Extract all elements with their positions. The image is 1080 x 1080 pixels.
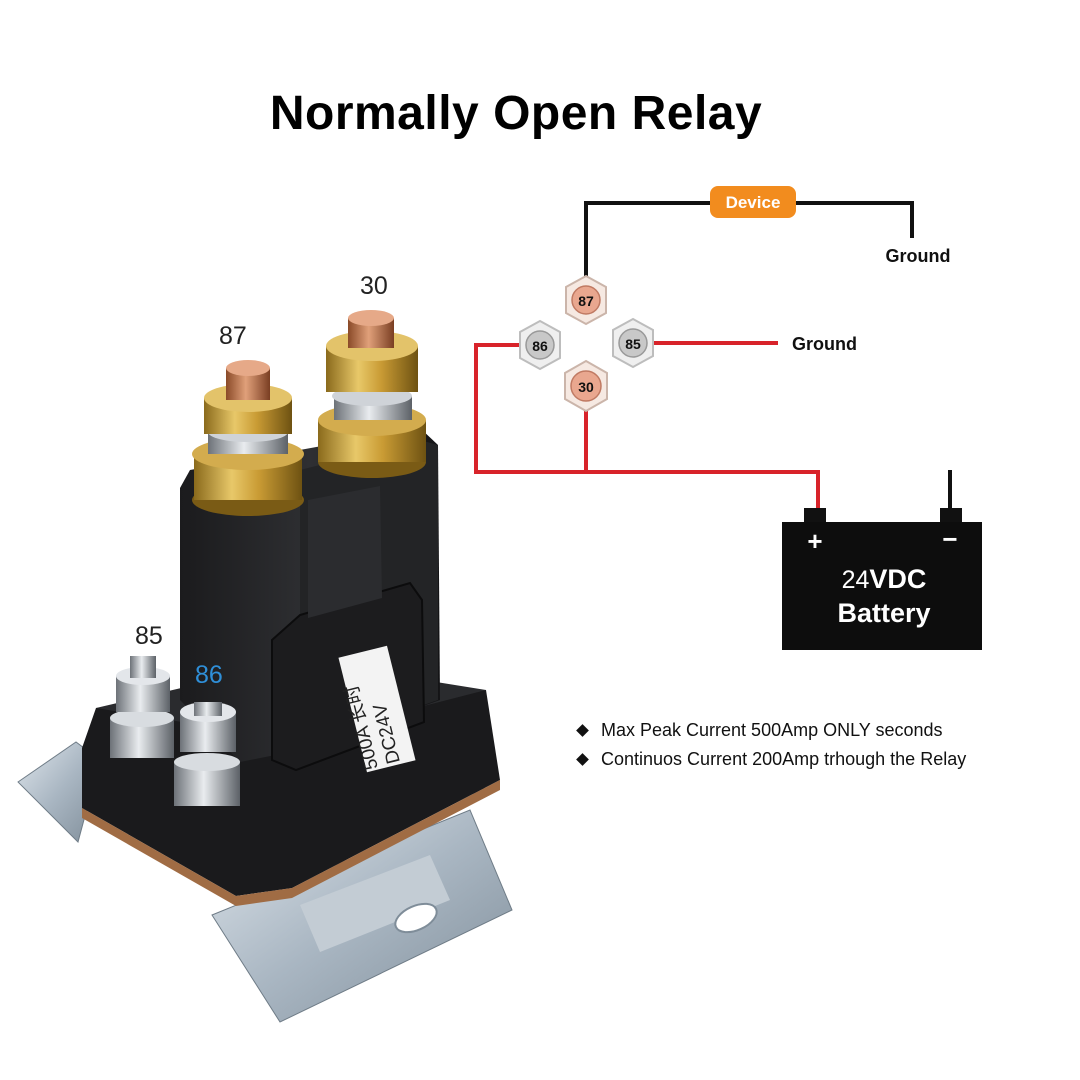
battery-plus: + [807, 526, 822, 556]
battery: + − 24VDC Battery [782, 508, 982, 650]
battery-label: Battery [837, 598, 930, 628]
terminal-86 [174, 702, 240, 806]
svg-text:24VDC: 24VDC [842, 564, 927, 594]
terminal-85 [110, 656, 174, 758]
terminal-87 [192, 360, 304, 516]
device-box [710, 186, 796, 218]
battery-body [782, 522, 982, 650]
battery-voltage-prefix: 24 [842, 566, 870, 594]
svg-text:30: 30 [578, 379, 594, 395]
diagram-terminal-30: 30 [564, 359, 608, 413]
diagram-terminal-85: 85 [612, 317, 654, 369]
ground-right-label: Ground [792, 334, 857, 354]
svg-text:87: 87 [578, 293, 594, 309]
spec-item: Max Peak Current 500Amp ONLY seconds [574, 716, 966, 745]
wiring-diagram: Device Ground Ground 87 86 85 30 [474, 186, 982, 650]
terminal-30 [318, 310, 426, 478]
spec-list: Max Peak Current 500Amp ONLY seconds Con… [574, 716, 966, 774]
diamond-bullet-icon [576, 723, 589, 737]
wire-86-loop [474, 343, 820, 510]
page-title: Normally Open Relay [269, 87, 763, 140]
device-label: Device [726, 193, 781, 212]
pin-label-87: 87 [219, 322, 247, 350]
spec-item: Continuos Current 200Amp trhough the Rel… [574, 745, 966, 774]
svg-text:86: 86 [532, 338, 548, 354]
pin-label-85: 85 [135, 622, 163, 650]
diagram-terminal-86: 86 [519, 319, 561, 371]
diamond-bullet-icon [576, 752, 589, 766]
battery-minus: − [942, 524, 957, 554]
svg-text:85: 85 [625, 336, 641, 352]
ground-top-label: Ground [886, 246, 951, 266]
battery-voltage-unit: VDC [869, 564, 926, 594]
pin-label-30: 30 [360, 272, 388, 300]
diagram-terminal-87: 87 [565, 274, 607, 326]
pin-label-86: 86 [195, 661, 223, 689]
